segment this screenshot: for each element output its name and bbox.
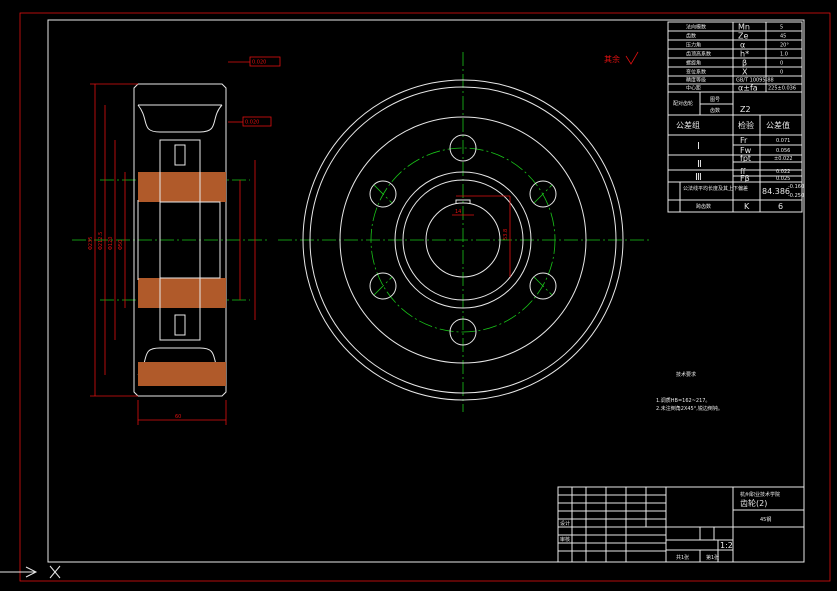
lightening-holes bbox=[369, 134, 557, 346]
svg-text:Mn: Mn bbox=[738, 23, 750, 32]
svg-text:Ⅲ: Ⅲ bbox=[695, 172, 702, 183]
svg-text:ff: ff bbox=[740, 167, 746, 176]
tech-req-item-2: 2.未注倒角2X45°,锐边倒钝。 bbox=[656, 405, 723, 412]
title-block-drawing-name: 齿轮(2) bbox=[740, 498, 767, 508]
root-circle bbox=[309, 86, 617, 394]
svg-text:Ⅰ: Ⅰ bbox=[697, 141, 700, 152]
title-block-school: 杭州职业技术学院 bbox=[740, 491, 780, 498]
title-block-checker: 审核 bbox=[560, 536, 570, 543]
hub-diameter-label: Φ120 bbox=[108, 237, 114, 250]
roughness-note: 其余 bbox=[604, 54, 620, 64]
svg-text:45: 45 bbox=[780, 34, 786, 40]
svg-text:0: 0 bbox=[780, 70, 783, 76]
svg-text:法向模数: 法向模数 bbox=[686, 24, 706, 31]
svg-text:Ze: Ze bbox=[738, 32, 748, 41]
drawing-border bbox=[47, 19, 805, 563]
svg-text:配对齿轮: 配对齿轮 bbox=[673, 100, 693, 107]
svg-text:84.386: 84.386 bbox=[762, 187, 790, 196]
title-block-material: 45钢 bbox=[760, 516, 771, 523]
runout-2-label: 0.020 bbox=[245, 120, 259, 126]
title-block-scale: 1:2 bbox=[720, 541, 733, 550]
svg-text:0: 0 bbox=[780, 61, 783, 67]
svg-text:Fw: Fw bbox=[740, 146, 752, 155]
svg-text:Ⅱ: Ⅱ bbox=[697, 159, 702, 170]
title-block-sheet-no: 第1张 bbox=[706, 554, 719, 561]
tech-req-title: 技术要求 bbox=[676, 371, 696, 378]
hatch-upper bbox=[138, 172, 226, 202]
svg-text:0.056: 0.056 bbox=[776, 148, 790, 154]
svg-text:1.0: 1.0 bbox=[780, 52, 788, 58]
title-block-sheet: 共1张 bbox=[676, 554, 689, 561]
svg-text:β: β bbox=[742, 59, 747, 68]
svg-text:检验: 检验 bbox=[738, 120, 754, 130]
svg-text:跨齿数: 跨齿数 bbox=[696, 203, 711, 210]
tech-requirements: 技术要求 1.调质HB=162~217。 2.未注倒角2X45°,锐边倒钝。 bbox=[656, 371, 723, 412]
svg-text:K: K bbox=[744, 202, 750, 211]
outer-frame bbox=[19, 12, 831, 582]
svg-text:GB/T 10095-88: GB/T 10095-88 bbox=[736, 78, 774, 84]
keyway bbox=[455, 199, 471, 204]
svg-text:-0.250: -0.250 bbox=[788, 193, 804, 199]
svg-text:变位系数: 变位系数 bbox=[686, 69, 706, 76]
svg-text:α: α bbox=[740, 41, 745, 50]
params-table: 法向模数 Mn 5 齿数 Ze 45 压力角 α 20° 齿顶高系数 h* 1.… bbox=[667, 21, 804, 213]
svg-text:0.071: 0.071 bbox=[776, 138, 790, 144]
roughness-symbol: 其余 bbox=[604, 51, 639, 65]
svg-text:α±fa: α±fa bbox=[738, 84, 758, 93]
svg-text:螺旋角: 螺旋角 bbox=[686, 60, 701, 67]
svg-text:h*: h* bbox=[740, 50, 749, 59]
runout-1-label: 0.020 bbox=[252, 60, 266, 66]
svg-text:-0.160: -0.160 bbox=[788, 184, 804, 190]
svg-text:Fβ: Fβ bbox=[740, 174, 750, 183]
svg-text:Z2: Z2 bbox=[740, 105, 751, 114]
svg-text:5: 5 bbox=[780, 25, 783, 31]
svg-text:齿顶高系数: 齿顶高系数 bbox=[686, 51, 711, 58]
svg-text:齿数: 齿数 bbox=[686, 33, 696, 40]
key-width-label: 14 bbox=[455, 209, 461, 215]
svg-text:±0.022: ±0.022 bbox=[774, 156, 793, 162]
svg-text:精度等级: 精度等级 bbox=[686, 77, 706, 84]
root-diameter-label: Φ212.5 bbox=[98, 232, 104, 250]
bore-diameter-label: Φ50 bbox=[118, 240, 124, 250]
svg-text:压力角: 压力角 bbox=[686, 42, 701, 49]
svg-text:0.022: 0.022 bbox=[776, 169, 790, 175]
svg-text:0.025: 0.025 bbox=[776, 176, 790, 182]
svg-text:20°: 20° bbox=[780, 43, 789, 49]
svg-text:X: X bbox=[742, 68, 748, 77]
svg-text:fpt: fpt bbox=[740, 154, 751, 163]
svg-text:225±0.036: 225±0.036 bbox=[768, 86, 796, 92]
svg-text:公差组: 公差组 bbox=[676, 120, 700, 130]
svg-text:6: 6 bbox=[778, 202, 783, 211]
svg-text:公法线平均长度及其上下偏差: 公法线平均长度及其上下偏差 bbox=[683, 185, 748, 192]
svg-text:公差值: 公差值 bbox=[766, 120, 790, 130]
tip-circle bbox=[302, 79, 624, 401]
key-depth-label: 53.8 bbox=[503, 229, 509, 240]
section-view: 0.020 0.020 Φ235 Φ212.5 Φ120 Φ50 60 bbox=[72, 56, 281, 425]
hatch-lower bbox=[138, 278, 226, 308]
ucs-icon bbox=[0, 565, 61, 579]
svg-text:齿数: 齿数 bbox=[710, 107, 720, 114]
front-view: 53.8 14 bbox=[278, 52, 652, 412]
bore-circle bbox=[425, 202, 501, 278]
svg-text:Fr: Fr bbox=[740, 136, 748, 145]
title-block-designer: 设计 bbox=[560, 520, 570, 527]
width-label: 60 bbox=[175, 414, 181, 420]
svg-text:图号: 图号 bbox=[710, 97, 720, 103]
tech-req-item-1: 1.调质HB=162~217。 bbox=[656, 397, 710, 404]
title-block: 杭州职业技术学院 齿轮(2) 45钢 1:2 共1张 第1张 设计 审核 bbox=[557, 486, 805, 563]
outer-diameter-label: Φ235 bbox=[88, 237, 94, 250]
svg-text:中心距: 中心距 bbox=[686, 85, 701, 92]
